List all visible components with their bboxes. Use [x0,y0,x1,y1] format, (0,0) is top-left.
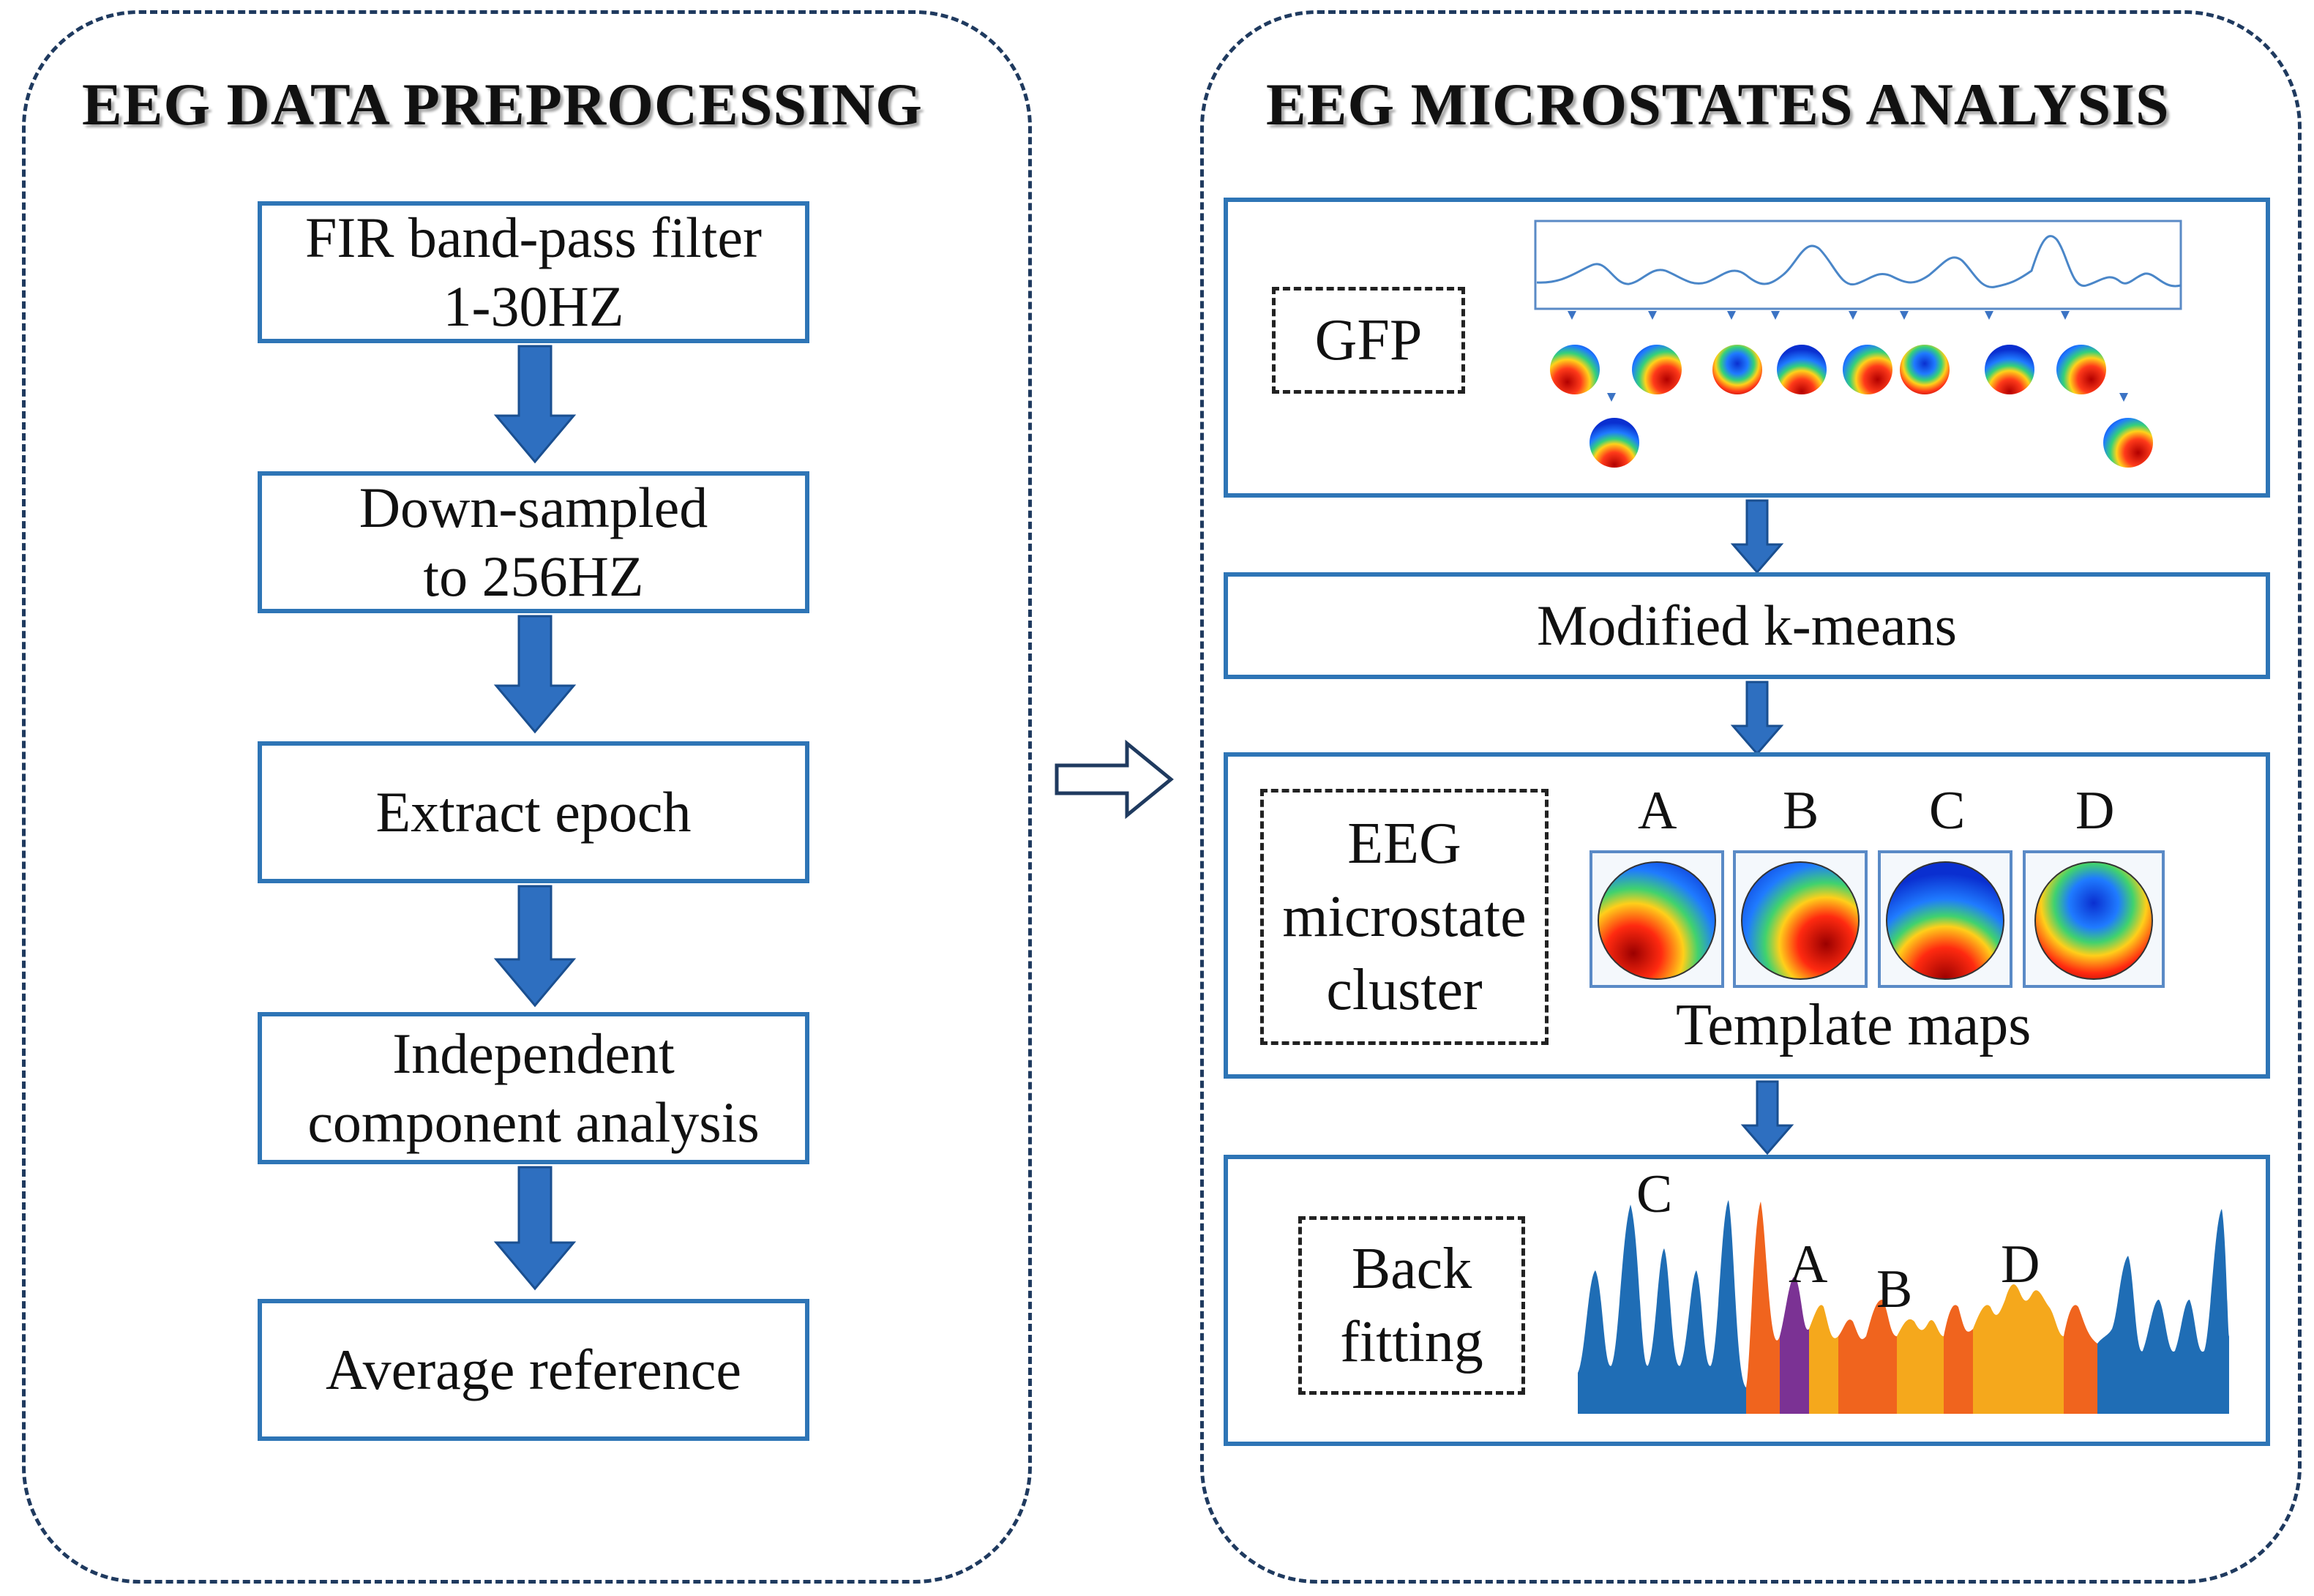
gfp-waveform [1534,220,2182,310]
step-down-sample-line2: to 256HZ [423,544,644,608]
step-down-sample: Down-sampled to 256HZ [258,471,809,613]
template-letter-d: D [2075,781,2115,841]
template-maps-caption: Template maps [1676,993,2032,1057]
preprocessing-panel [22,10,1032,1584]
step-ica-line2: component analysis [307,1090,760,1154]
connector-arrow [1055,739,1174,820]
step-fir-filter-line2: 1-30HZ [443,274,624,338]
step-extract-epoch: Extract epoch [258,741,809,883]
cluster-label-box: EEG microstate cluster [1260,789,1549,1045]
arrow-down-3 [493,885,577,1008]
step-fir-filter-line1: FIR band-pass filter [305,206,762,270]
backfit-label-line2: fitting [1340,1310,1483,1374]
backfit-annotation-a: A [1789,1235,1828,1295]
step-ica-line1: Independent [392,1022,675,1086]
backfit-segment-a [1780,1276,1809,1414]
backfit-segment-orange [1746,1202,1786,1414]
preprocessing-title: EEG DATA PREPROCESSING [82,71,923,138]
backfit-annotation-d: D [2001,1235,2040,1295]
step-ica: Independent component analysis [258,1012,809,1164]
backfit-annotation-c: C [1636,1164,1673,1224]
backfit-segment-d [1973,1284,2064,1414]
step-extract-epoch-line1: Extract epoch [375,780,692,844]
step-average-reference-line1: Average reference [326,1338,741,1402]
microstates-title: EEG MICROSTATES ANALYSIS [1266,71,2170,138]
backfit-label-box: Back fitting [1298,1216,1525,1395]
arrow-down-4 [493,1166,577,1291]
arrow-down-2 [493,615,577,734]
template-letter-a: A [1638,781,1677,841]
step-average-reference: Average reference [258,1299,809,1441]
step-down-sample-line1: Down-sampled [359,476,708,540]
arrow-down-5 [1730,499,1784,574]
arrow-down-7 [1740,1080,1794,1155]
gfp-label-box: GFP [1272,287,1465,394]
kmeans-label: Modified k-means [1536,593,1958,658]
cluster-label-line3: cluster [1326,958,1483,1022]
cluster-label-line1: EEG [1347,812,1461,876]
backfit-plot [1578,1200,2229,1414]
backfit-label-line1: Back [1351,1237,1472,1301]
backfit-segment-c [1578,1200,1746,1414]
backfit-segment-b [1809,1305,1838,1414]
microstates-panel [1200,10,2302,1584]
arrow-down-1 [493,345,577,464]
gfp-topomaps [1550,311,2153,468]
gfp-label: GFP [1314,308,1423,372]
template-maps [1590,850,2165,988]
template-letter-b: B [1783,781,1819,841]
arrow-down-6 [1730,681,1784,756]
template-letter-c: C [1929,781,1966,841]
cluster-label-line2: microstate [1282,885,1527,949]
kmeans-box: Modified k-means [1224,572,2270,679]
backfit-annotation-b: B [1876,1259,1913,1319]
step-fir-filter: FIR band-pass filter 1-30HZ [258,201,809,343]
